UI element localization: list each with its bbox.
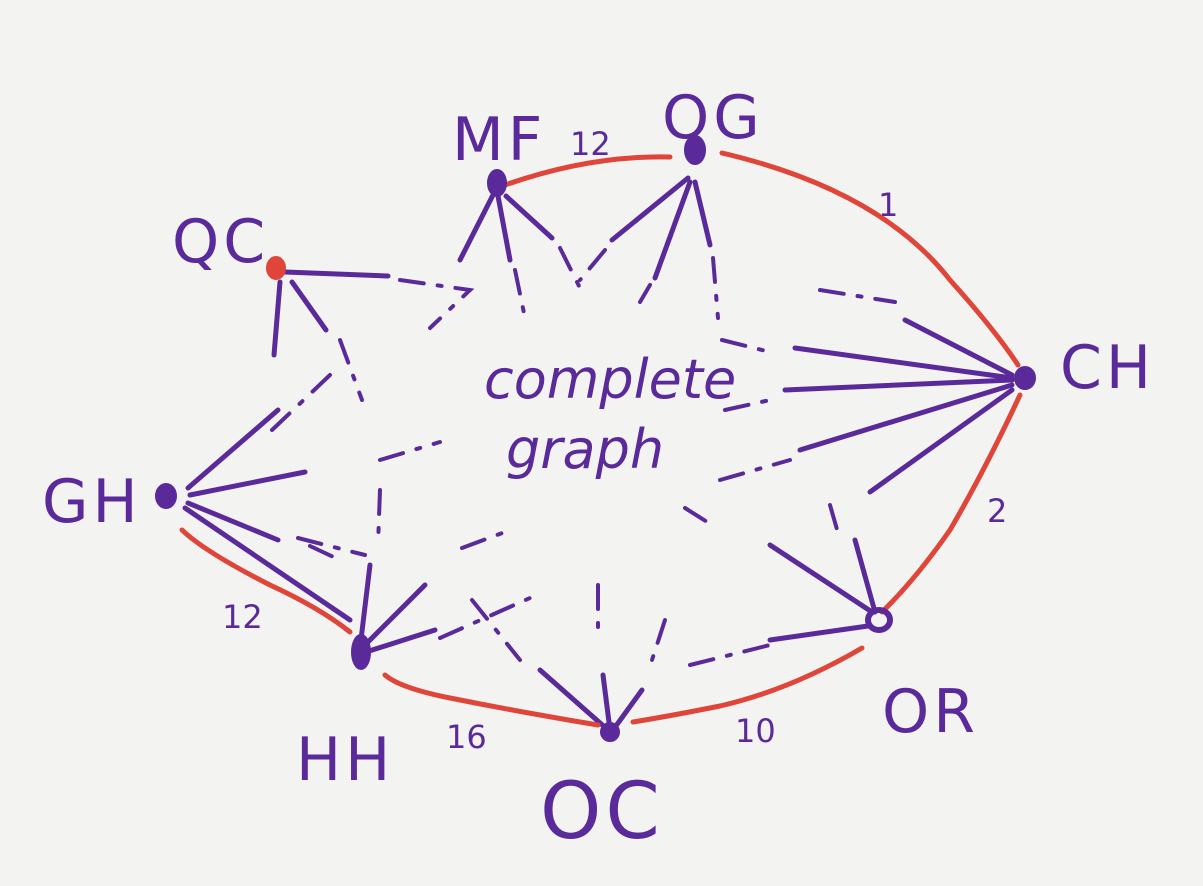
center-text-line-2: graph xyxy=(506,418,664,481)
dashed-edge xyxy=(828,503,842,542)
node-oc-dot xyxy=(600,722,620,742)
edge-stub xyxy=(692,179,713,248)
node-or-dot xyxy=(865,607,893,633)
weight-oc-hh: 16 xyxy=(446,718,487,756)
edge-hh-gh xyxy=(179,527,353,635)
node-label-or: OR xyxy=(882,677,979,747)
weight-og-ch: 1 xyxy=(878,186,898,224)
nodes xyxy=(155,135,1036,742)
dashed-edge xyxy=(688,643,772,667)
weight-or-oc: 10 xyxy=(735,712,776,750)
edge-stub xyxy=(767,542,875,615)
weight-hh-gh: 12 xyxy=(222,598,263,636)
dashed-edge xyxy=(376,488,382,547)
edge-stub xyxy=(503,193,555,241)
edge-stub xyxy=(187,469,308,498)
edge-stub xyxy=(852,537,878,615)
highlighted-edges xyxy=(179,150,1023,728)
dashed-edge xyxy=(398,278,475,330)
dashed-edge xyxy=(338,338,364,402)
node-mf-dot xyxy=(487,169,507,197)
edge-stub xyxy=(867,387,1015,495)
edge-stub xyxy=(185,407,281,491)
weight-mf-og: 12 xyxy=(570,125,611,163)
edge-stub xyxy=(782,377,1015,393)
edge-stub xyxy=(457,192,496,263)
center-annotation: complete graph xyxy=(484,348,736,481)
edge-stub xyxy=(363,627,438,655)
edge-stub xyxy=(359,582,428,651)
edge-oc-hh xyxy=(382,672,601,728)
node-label-oc: OC xyxy=(540,767,664,857)
edge-stub xyxy=(185,500,281,543)
edge-og-ch xyxy=(719,150,1021,368)
edge-stub xyxy=(600,672,613,733)
node-label-qc: QC xyxy=(172,207,269,277)
edge-stub xyxy=(652,179,693,281)
dashed-edge xyxy=(650,618,667,662)
edge-stub xyxy=(289,279,329,333)
node-gh-dot xyxy=(155,483,177,509)
node-ch-dot xyxy=(1014,366,1036,390)
node-label-og: OG xyxy=(662,83,764,153)
dashed-edge xyxy=(308,544,342,562)
edge-stub xyxy=(271,279,283,358)
weight-labels: 12 1 2 10 16 12 xyxy=(222,125,1007,756)
dashed-edge xyxy=(460,530,507,550)
node-qc-dot xyxy=(266,256,286,280)
node-og-dot xyxy=(684,135,706,165)
edge-stub xyxy=(282,269,391,279)
dashed-edge xyxy=(818,288,897,304)
dashed-edge xyxy=(558,246,587,300)
dashed-edge xyxy=(578,248,607,282)
edge-stub xyxy=(797,382,1015,453)
edge-stub xyxy=(767,623,871,643)
dashed-edge xyxy=(296,536,367,557)
edge-stub xyxy=(902,317,1015,378)
edge-stub xyxy=(495,193,513,263)
center-text-line-1: complete xyxy=(484,348,736,411)
dashed-edge xyxy=(513,268,527,320)
node-labels: QC MF OG CH GH HH OC OR xyxy=(42,83,1155,857)
node-hh-dot xyxy=(351,634,371,670)
edge-stub xyxy=(182,505,353,623)
dashed-edge xyxy=(720,338,772,354)
dashed-edges xyxy=(270,246,897,667)
dashed-edge xyxy=(723,398,772,412)
edge-mf-og xyxy=(502,154,673,188)
dashed-edge xyxy=(378,440,442,462)
edge-stub xyxy=(609,175,691,243)
edge-stub xyxy=(792,345,1015,381)
dashed-edge xyxy=(438,596,532,640)
dashed-edge xyxy=(711,256,720,320)
node-label-hh: HH xyxy=(296,725,394,795)
node-label-ch: CH xyxy=(1060,333,1155,403)
node-label-mf: MF xyxy=(452,105,546,175)
weight-ch-or: 2 xyxy=(987,492,1007,530)
dashed-edge xyxy=(638,283,652,304)
dashed-edge xyxy=(270,373,332,432)
dashed-edge xyxy=(683,506,714,527)
node-label-gh: GH xyxy=(42,467,142,537)
edge-or-oc xyxy=(630,645,865,725)
complete-graph-edges xyxy=(182,175,1015,733)
edge-stub xyxy=(610,687,645,733)
dashed-edge xyxy=(718,458,792,482)
edge-stub xyxy=(537,667,611,733)
edge-ch-or xyxy=(879,392,1023,615)
dashed-edge xyxy=(470,598,522,662)
